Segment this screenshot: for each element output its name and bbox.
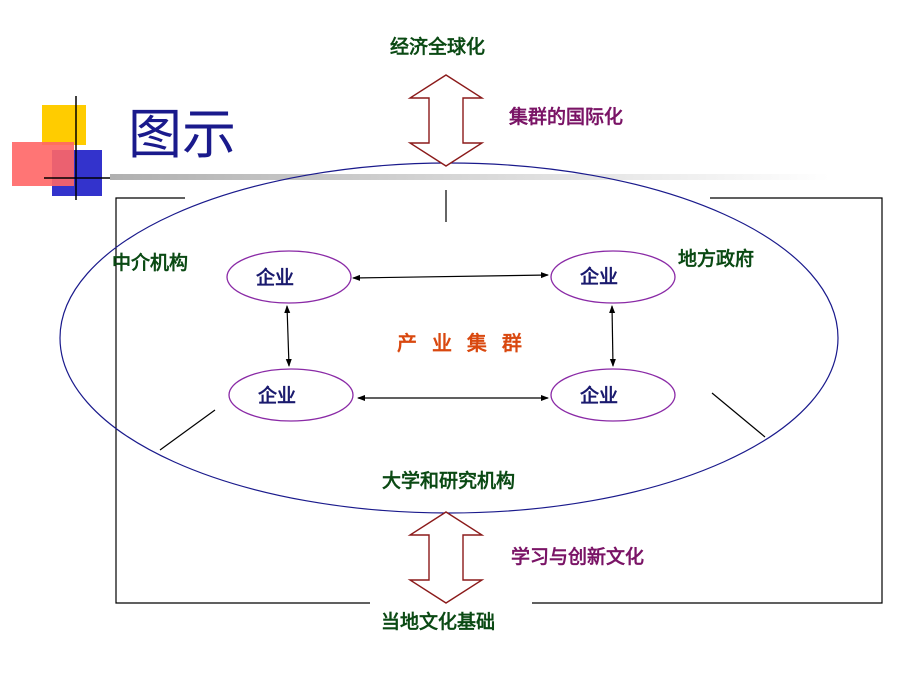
internationalization-label: 集群的国际化 xyxy=(509,106,624,128)
local-culture-label: 当地文化基础 xyxy=(381,611,496,633)
frame-left xyxy=(115,197,370,604)
intermediary-label: 中介机构 xyxy=(112,252,189,274)
enterprise-node-bottom-right xyxy=(550,368,676,422)
left-connector-line xyxy=(159,409,216,451)
enterprise-node-top-right xyxy=(550,250,676,304)
local-government-label: 地方政府 xyxy=(678,248,755,270)
globalization-label: 经济全球化 xyxy=(390,36,486,58)
industry-cluster-label: 产 业 集 群 xyxy=(397,331,526,355)
link-right xyxy=(609,305,616,367)
learning-innovation-label: 学习与创新文化 xyxy=(511,546,645,568)
enterprise-label-top-right: 企业 xyxy=(580,266,619,288)
enterprise-node-bottom-left xyxy=(228,368,354,422)
link-top xyxy=(352,272,549,281)
university-research-label: 大学和研究机构 xyxy=(382,470,516,492)
enterprise-label-bottom-right: 企业 xyxy=(580,385,619,407)
page-title: 图示 xyxy=(128,103,236,166)
header-divider xyxy=(110,174,830,180)
decorative-corner-squares xyxy=(12,96,120,200)
enterprise-node-top-left xyxy=(226,250,352,304)
enterprise-label-top-left: 企业 xyxy=(256,267,295,289)
frame-right xyxy=(532,197,883,604)
enterprise-label-bottom-left: 企业 xyxy=(258,385,297,407)
top-double-arrow xyxy=(407,74,485,167)
link-left xyxy=(284,305,292,367)
yellow-square xyxy=(42,105,86,145)
right-connector-line xyxy=(711,392,766,438)
outer-frame xyxy=(115,197,883,604)
red-square xyxy=(12,142,74,186)
bottom-double-arrow xyxy=(407,511,485,604)
